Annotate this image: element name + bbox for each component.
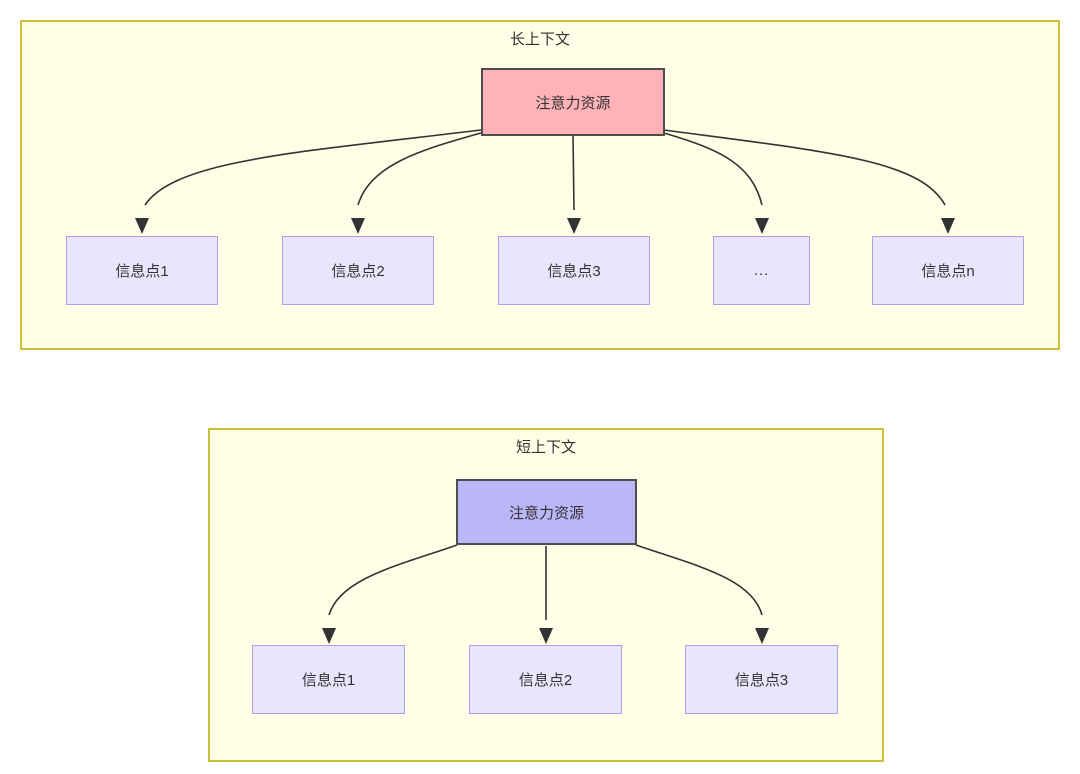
node-attention-resource-short[interactable]: 注意力资源	[456, 479, 637, 545]
group-short-context-title: 短上下文	[515, 439, 576, 456]
node-info-point-ellipsis-long[interactable]: ...	[713, 236, 810, 305]
node-info-point-2-short[interactable]: 信息点2	[469, 645, 622, 714]
node-attention-resource-long[interactable]: 注意力资源	[481, 68, 665, 136]
node-info-point-3-short[interactable]: 信息点3	[685, 645, 838, 714]
node-info-point-3-long[interactable]: 信息点3	[498, 236, 650, 305]
group-long-context-title: 长上下文	[509, 31, 570, 48]
node-info-point-n-long[interactable]: 信息点n	[872, 236, 1024, 305]
node-info-point-2-long[interactable]: 信息点2	[282, 236, 434, 305]
node-info-point-1-short[interactable]: 信息点1	[252, 645, 405, 714]
node-info-point-1-long[interactable]: 信息点1	[66, 236, 218, 305]
